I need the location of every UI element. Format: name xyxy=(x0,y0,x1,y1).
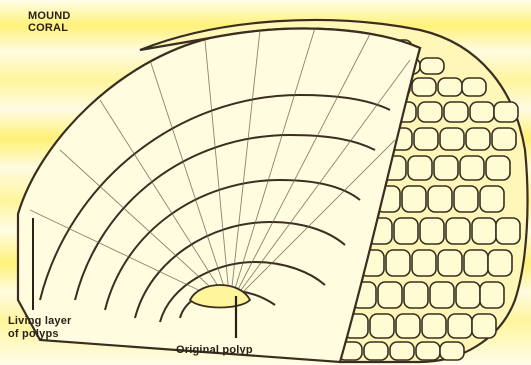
polyp-cell xyxy=(438,78,462,96)
polyp-cell xyxy=(454,186,478,212)
polyp-cell xyxy=(444,102,468,122)
polyp-cell xyxy=(364,342,388,360)
polyp-cell xyxy=(394,218,418,244)
polyp-cell xyxy=(440,128,464,150)
polyp-cell xyxy=(440,342,464,360)
polyp-cell xyxy=(390,342,414,360)
polyp-cell xyxy=(412,78,436,96)
polyp-cell xyxy=(494,102,518,122)
polyp-cell xyxy=(472,218,496,244)
polyp-cell xyxy=(422,314,446,338)
polyp-cell xyxy=(414,128,438,150)
polyp-cell xyxy=(418,102,442,122)
polyp-cell xyxy=(434,156,458,180)
polyp-cell xyxy=(420,58,444,74)
polyp-cell xyxy=(378,282,402,308)
polyp-cell xyxy=(462,78,486,96)
polyp-cell xyxy=(446,218,470,244)
polyp-cell xyxy=(488,250,512,276)
polyp-cell xyxy=(472,314,496,338)
polyp-cell xyxy=(466,128,490,150)
polyp-cell xyxy=(460,156,484,180)
polyp-cell xyxy=(438,250,462,276)
polyp-cell xyxy=(464,250,488,276)
polyp-cell xyxy=(404,282,428,308)
diagram-title: MOUND CORAL xyxy=(28,10,71,34)
polyp-cell xyxy=(480,186,504,212)
original-polyp-label: Original polyp xyxy=(176,344,253,357)
polyp-cell xyxy=(486,156,510,180)
polyp-cell xyxy=(480,282,504,308)
polyp-cell xyxy=(412,250,436,276)
polyp-cell xyxy=(396,314,420,338)
polyp-cell xyxy=(416,342,440,360)
polyp-cell xyxy=(470,102,494,122)
polyp-cell xyxy=(428,186,452,212)
polyp-cell xyxy=(448,314,472,338)
living-layer-label: Living layer of polyps xyxy=(8,315,72,341)
polyp-cell xyxy=(492,128,516,150)
polyp-cell xyxy=(386,250,410,276)
polyp-cell xyxy=(420,218,444,244)
polyp-cell xyxy=(408,156,432,180)
polyp-cell xyxy=(496,218,520,244)
polyp-cell xyxy=(430,282,454,308)
polyp-cell xyxy=(370,314,394,338)
polyp-cell xyxy=(402,186,426,212)
polyp-cell xyxy=(456,282,480,308)
